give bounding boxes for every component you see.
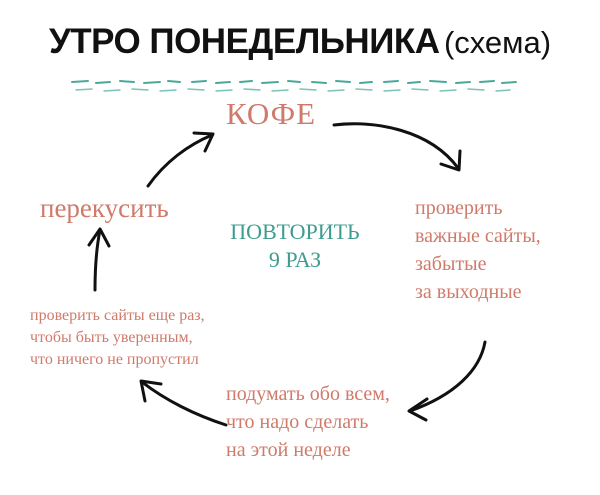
- title-subtitle: (схема): [443, 25, 552, 60]
- node-think: подумать обо всем, что надо сделать на э…: [226, 380, 390, 464]
- node-think-line: подумать обо всем,: [226, 383, 390, 405]
- node-recheck-line: что ничего не пропустил: [30, 351, 199, 368]
- arrow-check-to-think-icon: [407, 340, 487, 422]
- center-label-line: ПОВТОРИТЬ: [230, 219, 360, 244]
- node-check-sites-line: важные сайты,: [415, 225, 541, 247]
- node-think-line: что надо сделать: [226, 411, 369, 433]
- node-recheck: проверить сайты еще раз, чтобы быть увер…: [30, 305, 205, 371]
- title-underline: [71, 80, 517, 92]
- arrow-snack-to-coffee-icon: [146, 131, 215, 188]
- center-label: ПОВТОРИТЬ 9 РАЗ: [200, 218, 390, 274]
- node-coffee-line: КОФЕ: [226, 96, 317, 131]
- diagram-title: УТРО ПОНЕДЕЛЬНИКА (схема): [0, 22, 600, 62]
- node-recheck-line: чтобы быть уверенным,: [30, 329, 193, 346]
- arrow-coffee-to-check-icon: [332, 122, 462, 172]
- node-check-sites-line: за выходные: [415, 281, 522, 303]
- node-snack-line: перекусить: [40, 193, 169, 223]
- node-snack: перекусить: [40, 193, 169, 224]
- center-label-line: 9 РАЗ: [268, 247, 322, 272]
- node-think-line: на этой неделе: [226, 439, 351, 461]
- node-recheck-line: проверить сайты еще раз,: [30, 307, 205, 324]
- node-coffee: КОФЕ: [226, 96, 316, 132]
- node-check-sites-line: проверить: [415, 197, 503, 219]
- node-check-sites-line: забытые: [415, 253, 487, 275]
- node-check-sites: проверить важные сайты, забытые за выход…: [415, 194, 541, 306]
- arrow-think-to-recheck-icon: [139, 379, 228, 427]
- title-main: УТРО ПОНЕДЕЛЬНИКА: [48, 22, 440, 61]
- arrow-recheck-to-snack-icon: [87, 227, 111, 292]
